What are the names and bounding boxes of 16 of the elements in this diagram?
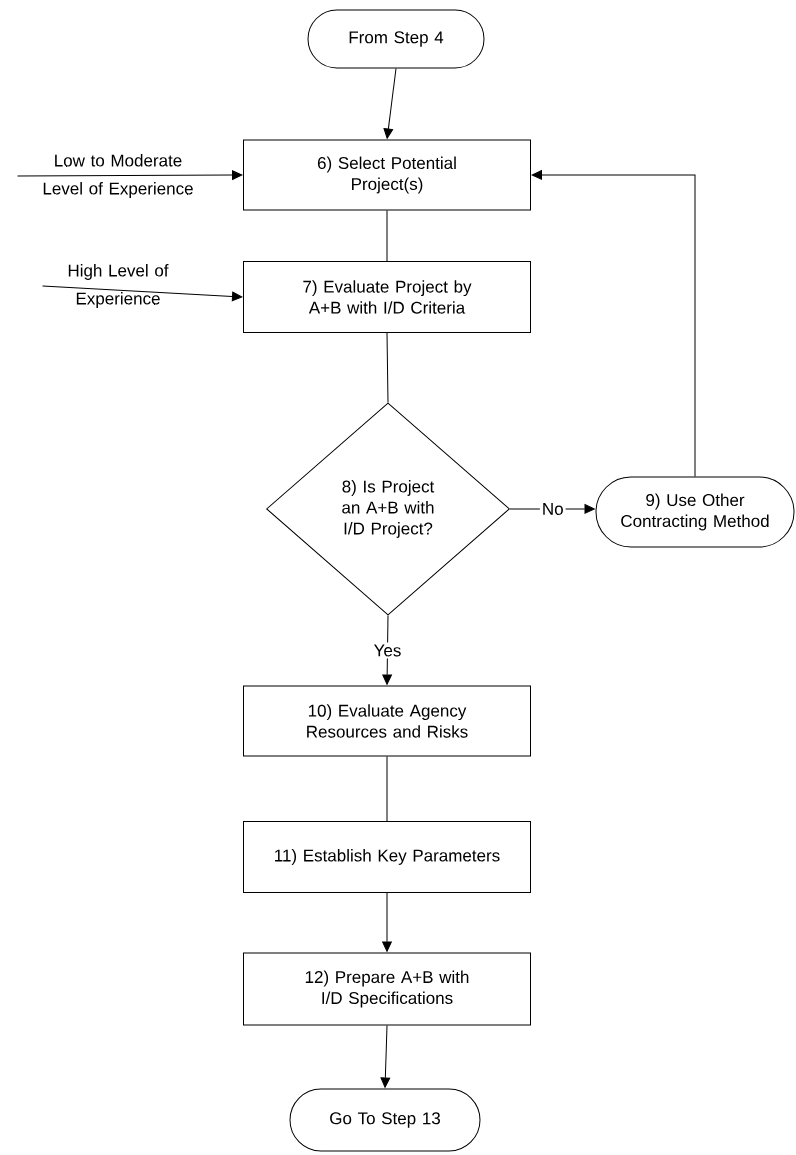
arrow	[382, 615, 392, 685]
edge-label: No	[539, 501, 566, 517]
input-label: High Level of Experience	[68, 264, 169, 308]
process-box: 7) Evaluate Project by A+B with I/D Criteria	[243, 261, 531, 333]
arrow	[383, 68, 397, 139]
arrow	[380, 1025, 391, 1088]
arrow	[382, 892, 392, 952]
process-box: 10) Evaluate Agency Resources and Risks	[243, 685, 531, 757]
arrow	[42, 285, 243, 302]
arrow	[17, 170, 243, 180]
process-box: 6) Select Potential Project(s)	[243, 139, 531, 211]
process-box: 12) Prepare A+B with I/D Specifications	[243, 952, 531, 1026]
input-label: Low to Moderate Level of Experience	[43, 154, 193, 198]
process-box: 11) Establish Key Parameters	[243, 821, 531, 893]
arrow	[531, 170, 696, 477]
edge-label: Yes	[371, 642, 404, 659]
